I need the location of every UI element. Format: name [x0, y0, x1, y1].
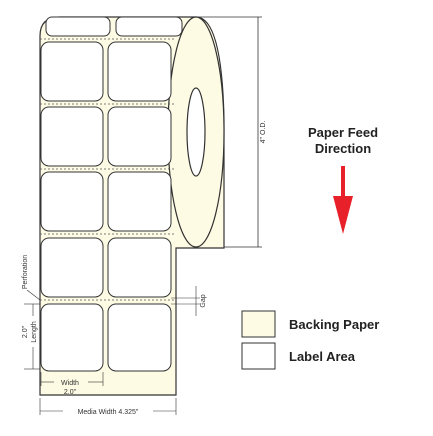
length-value: 2.0" — [22, 325, 29, 338]
label-cell — [107, 106, 172, 167]
length-dimension — [24, 303, 40, 370]
legend-swatch-label — [241, 342, 276, 370]
media-width-dimension — [39, 398, 177, 415]
feed-direction-line1: Paper Feed — [308, 125, 378, 140]
roll-core-hole — [186, 87, 206, 177]
label-cell — [40, 171, 104, 232]
perforation-leader — [26, 289, 41, 301]
legend-swatch-backing — [241, 310, 276, 338]
label-cell — [107, 41, 172, 102]
label-cell — [40, 303, 104, 372]
media-width-label: Media Width 4.325" — [78, 409, 139, 416]
legend: Backing Paper Label Area — [241, 310, 379, 370]
feed-direction-line2: Direction — [315, 141, 371, 156]
length-label: Length — [31, 321, 38, 343]
perforation-label: Perforation — [22, 255, 29, 289]
label-cell — [107, 171, 172, 232]
label-top-2 — [115, 16, 183, 37]
gap-dimension — [171, 286, 200, 316]
width-value: 2.0" — [64, 389, 77, 396]
width-dimension — [40, 372, 104, 386]
label-cell — [107, 303, 172, 372]
legend-label-area-label: Label Area — [289, 349, 356, 364]
gap-label: Gap — [200, 294, 207, 307]
label-cell — [40, 41, 104, 102]
label-top-1 — [45, 16, 111, 37]
label-cell — [107, 237, 172, 298]
legend-backing-label: Backing Paper — [289, 317, 379, 332]
width-label: Width — [61, 380, 79, 387]
perforation-lines — [40, 38, 176, 301]
feed-arrow-icon — [333, 166, 353, 234]
od-dimension — [198, 16, 262, 248]
label-grid — [40, 41, 172, 372]
od-label: 4" O.D. — [260, 121, 267, 144]
label-cell — [40, 106, 104, 167]
label-cell — [40, 237, 104, 298]
